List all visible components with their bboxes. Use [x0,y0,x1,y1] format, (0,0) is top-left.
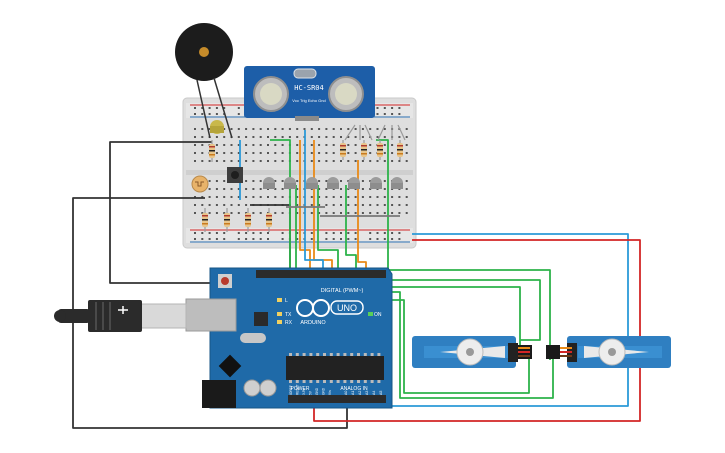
resistor-icon [397,140,403,160]
resistor-group [202,140,403,232]
rx-label: RX [285,320,293,326]
led-icon[interactable] [263,177,275,189]
reset-button[interactable] [218,274,232,288]
buzzer[interactable] [175,23,233,139]
resistor-icon [245,208,251,232]
power-pin-label: GND [322,387,326,395]
resistor-icon [202,208,208,232]
wires [72,130,641,429]
led-icon[interactable] [391,177,403,189]
led-icon[interactable] [327,177,339,189]
analog-pin-label: A2 [358,391,362,395]
analog-pin-label: A1 [351,391,355,395]
led-group [263,177,403,189]
analog-pin-label: A5 [379,391,383,395]
ultrasonic-sensor[interactable]: HC-SR04 Vcc Trig Echo Gnd [244,66,375,121]
digital-label: DIGITAL (PWM~) [321,288,364,294]
analog-label: ANALOG IN [340,386,368,392]
breadboard-components [191,120,406,232]
sensor-pin-labels: Vcc Trig Echo Gnd [292,98,325,103]
led-icon[interactable] [284,177,296,189]
sensor-label: HC-SR04 [294,84,324,92]
on-label: ON [374,312,382,318]
led-icon[interactable] [210,120,224,134]
analog-pin-label: A3 [365,391,369,395]
led-icon[interactable] [348,177,360,189]
usb-plug-icon[interactable] [54,300,187,332]
arduino-logo-icon: UNO ARDUINO [296,299,364,326]
resistor-icon [377,140,383,160]
resistor-icon [224,208,230,232]
resistor-icon [209,140,215,162]
servo-right[interactable] [546,336,671,368]
power-label: POWER [291,386,310,392]
resistor-icon [340,140,346,160]
tx-label: TX [285,312,292,318]
resistor-icon [361,140,367,160]
power-pin-label: GND [315,387,319,395]
servo-icon [546,345,560,359]
arduino-uno[interactable]: DIGITAL (PWM~) ANALOG IN POWER UNO ARDUI… [185,267,393,409]
ldr-icon[interactable] [191,175,209,193]
power-pin-label: Vin [328,390,332,395]
led-l-label: L [285,298,288,304]
power-pin-label: IOREF [289,385,293,395]
servo-left[interactable] [412,336,532,368]
analog-pin-label: A0 [344,391,348,395]
board-model: UNO [337,303,357,313]
power-pin-label: RESET [296,384,300,395]
board-brand: ARDUINO [300,320,326,326]
pushbutton-icon[interactable] [227,167,243,183]
led-icon[interactable] [370,177,382,189]
power-pin-label: 3.3V [302,388,306,395]
resistor-icon [266,208,272,232]
power-pin-label: 5V [309,390,313,395]
analog-pin-label: A4 [372,391,376,395]
led-icon[interactable] [306,177,318,189]
